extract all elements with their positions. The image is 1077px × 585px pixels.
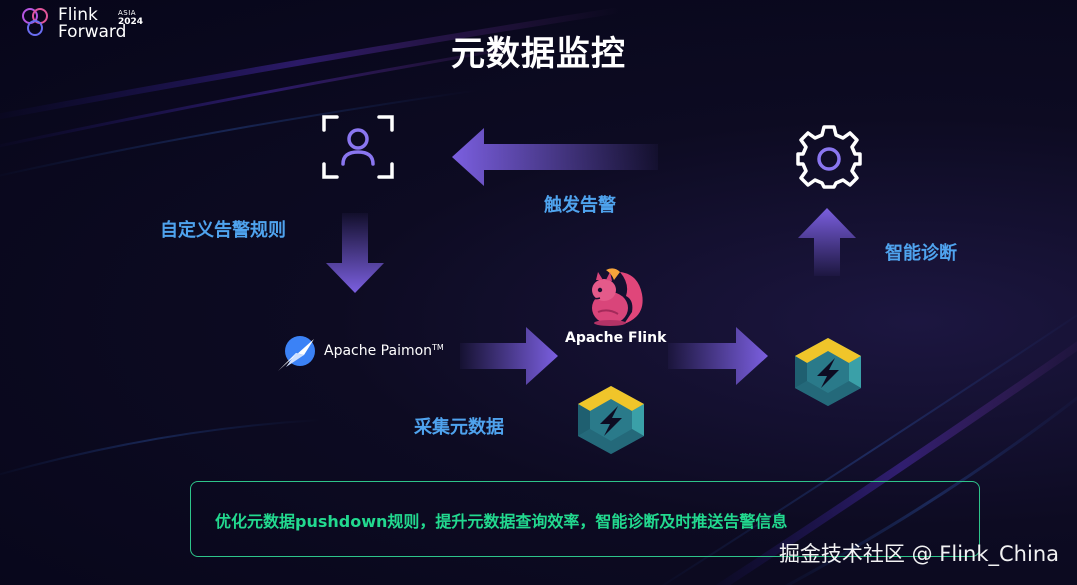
- logo-line-2: Forward: [58, 22, 127, 42]
- paimon-to-flink-arrow: [460, 327, 558, 385]
- hexagon-s-logo-icon: [795, 338, 861, 406]
- paimon-trademark: TM: [432, 343, 444, 352]
- custom-rules-arrow: [326, 213, 384, 293]
- page-title: 元数据监控: [451, 34, 626, 74]
- user-focus-icon: [322, 115, 394, 179]
- summary-box: 优化元数据pushdown规则，提升元数据查询效率，智能诊断及时推送告警信息: [190, 481, 980, 557]
- trigger-alert-arrow: [452, 128, 658, 186]
- paimon-label: Apache PaimonTM: [324, 343, 444, 359]
- custom-alert-rules-label: 自定义告警规则: [160, 220, 286, 241]
- logo-year: 2024: [118, 17, 144, 27]
- flink-forward-logo-icon: [22, 8, 48, 36]
- collect-metadata-label: 采集元数据: [414, 417, 504, 438]
- flink-label: Apache Flink: [565, 330, 667, 346]
- hexagon-s-logo-icon: [578, 386, 644, 454]
- paimon-name: Apache Paimon: [324, 343, 433, 359]
- trigger-alert-label: 触发告警: [544, 195, 616, 216]
- watermark: 掘金技术社区 @ Flink_China: [778, 542, 1059, 566]
- logo-line-1: Flink: [58, 5, 98, 25]
- gear-icon: [796, 125, 862, 189]
- smart-diagnosis-arrow: [798, 208, 856, 276]
- summary-text: 优化元数据pushdown规则，提升元数据查询效率，智能诊断及时推送告警信息: [215, 512, 788, 531]
- smart-diagnosis-label: 智能诊断: [885, 243, 957, 264]
- flink-to-monitor-arrow: [668, 327, 768, 385]
- flink-squirrel-logo-icon: [589, 268, 643, 326]
- logo-region: ASIA: [118, 9, 137, 17]
- flink-forward-logo: Flink Forward ASIA 2024: [18, 6, 178, 44]
- paimon-logo-icon: [278, 336, 315, 371]
